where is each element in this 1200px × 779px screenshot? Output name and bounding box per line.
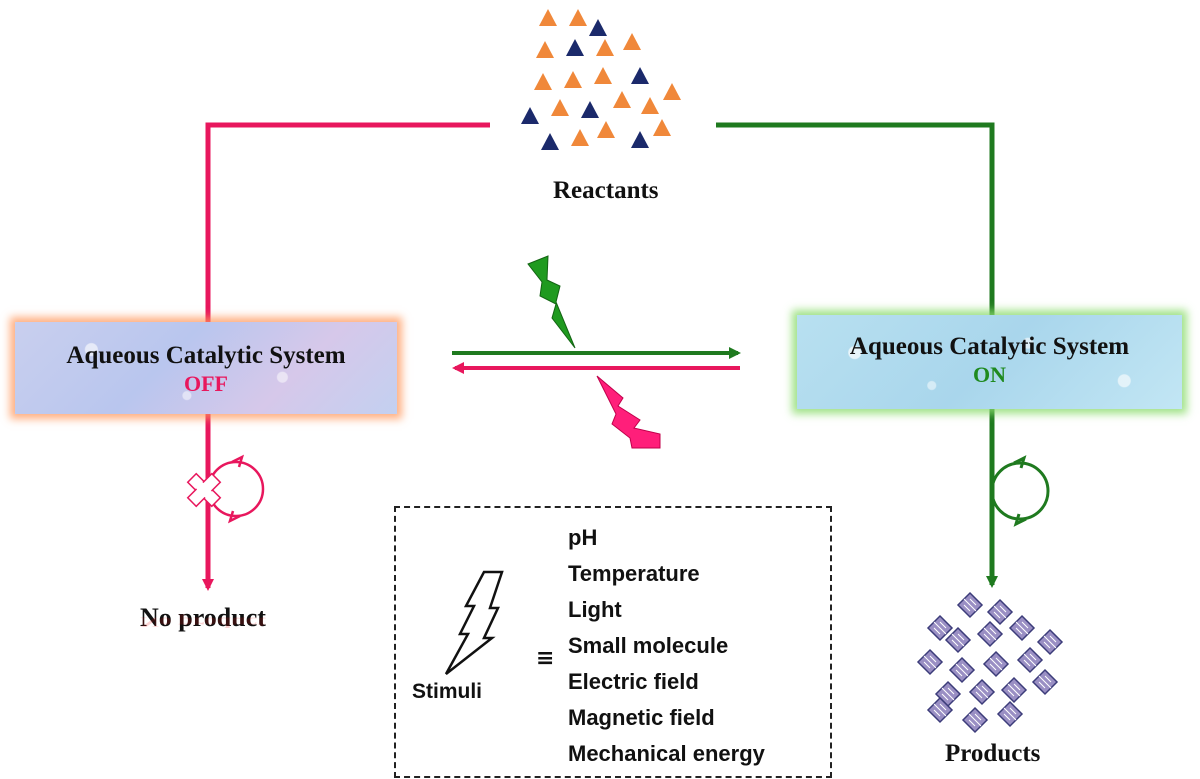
on-system-title: Aqueous Catalytic System [849,333,1130,360]
reactant-triangle [623,33,641,50]
reactants-label: Reactants [553,177,659,204]
reactant-triangle [613,91,631,108]
off-system-box: Aqueous Catalytic System OFF [15,322,397,414]
off-state-label: OFF [184,371,228,396]
stimulus-item: Temperature [568,561,700,586]
stimulus-item: pH [568,525,598,550]
off-system-title: Aqueous Catalytic System [66,342,346,369]
reactant-triangle [597,121,615,138]
reactant-triangle [566,39,584,56]
on-bolt-icon [527,255,576,349]
reactant-triangle [631,67,649,84]
stimulus-item: Mechanical energy [568,741,765,766]
product-crystal [926,614,954,642]
product-crystal [976,620,1004,648]
equivalence-symbol: ≡ [536,646,555,671]
on-path-line [716,122,995,315]
stimulus-item: Magnetic field [568,705,715,730]
reactant-triangle [521,107,539,124]
reactants-cluster [521,9,681,150]
cycle-icon [990,455,1050,527]
product-crystal [1036,628,1064,656]
no-product-label: No product [140,603,266,632]
product-crystal [1008,614,1036,642]
products-cluster [916,591,1064,734]
stimulus-item: Light [568,597,622,622]
product-crystal [1016,646,1044,674]
blocked-cycle-icon [186,454,265,524]
reactant-triangle [569,9,587,26]
reactant-triangle [564,71,582,88]
reactant-triangle [571,129,589,146]
reactant-triangle [541,133,559,150]
reactant-triangle [631,131,649,148]
on-system-box: Aqueous Catalytic System ON [797,315,1182,409]
on-state-label: ON [973,362,1006,387]
reactant-triangle [594,67,612,84]
stimulus-item: Electric field [568,669,699,694]
no-product-reflection: No product [140,614,266,630]
stimuli-label: Stimuli [412,680,483,703]
reactant-triangle [641,97,659,114]
reactant-triangle [551,99,569,116]
product-crystal [961,706,989,734]
stimuli-list: pH Temperature Light Small molecule Elec… [568,520,765,772]
product-crystal [1000,676,1028,704]
stimuli-bolt-icon [444,570,504,675]
off-bolt-icon [596,375,661,449]
stimulus-item: Small molecule [568,633,729,658]
reactant-triangle [539,9,557,26]
stimuli-legend-box: ≡ Stimuli pH Temperature Light Small mol… [394,506,832,778]
product-crystal [926,696,954,724]
product-crystal [996,700,1024,728]
product-crystal [982,650,1010,678]
products-label: Products [945,740,1041,767]
off-path-line [205,122,490,322]
product-crystal [968,678,996,706]
product-crystal [916,648,944,676]
reactant-triangle [663,83,681,100]
reactant-triangle [581,101,599,118]
reactant-triangle [536,41,554,58]
product-crystal [1031,668,1059,696]
product-crystal [986,598,1014,626]
product-crystal [944,626,972,654]
reactant-triangle [534,73,552,90]
reactant-triangle [589,19,607,36]
reactant-triangle [596,39,614,56]
product-crystal [956,591,984,619]
reactant-triangle [653,119,671,136]
product-crystal [948,656,976,684]
